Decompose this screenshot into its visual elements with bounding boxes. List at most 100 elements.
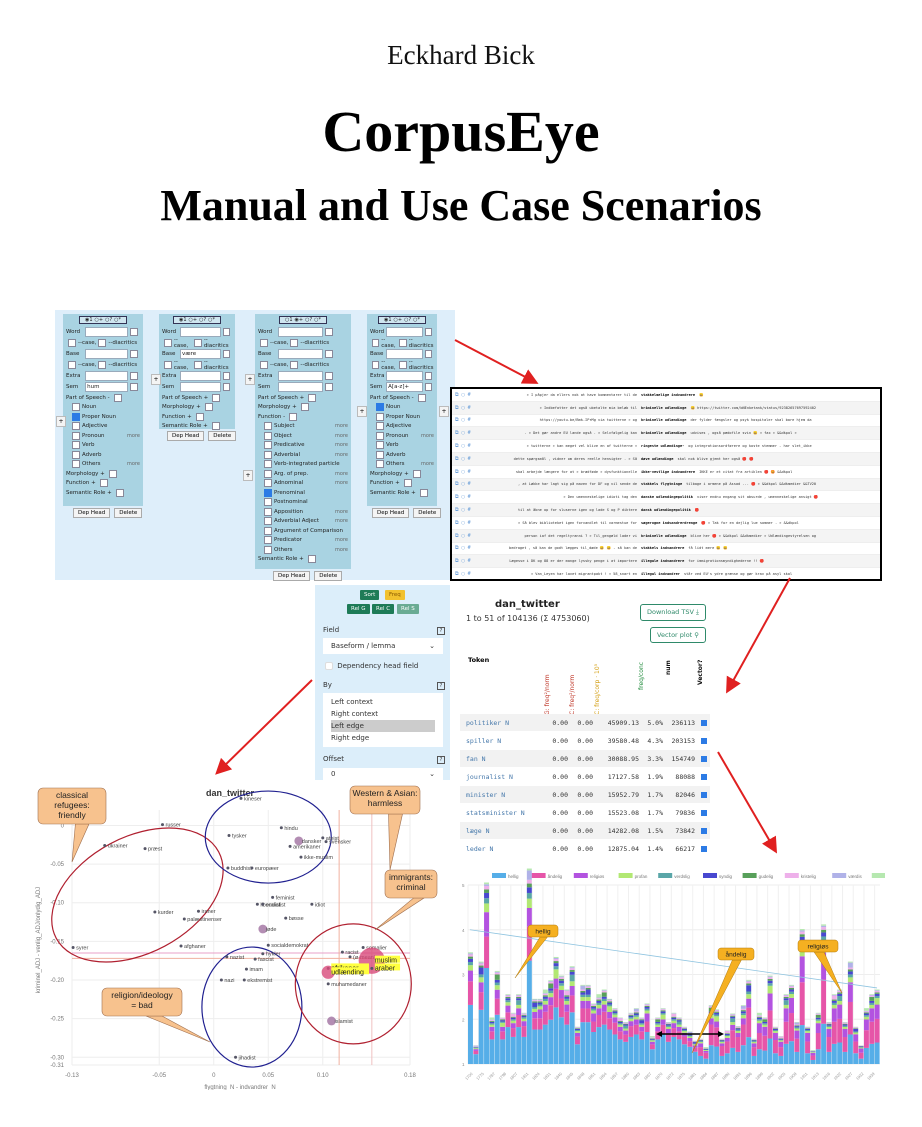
concordance-row[interactable]: ⧉ ▢ #» I påpjer da ellers nok at have ko… <box>452 389 880 402</box>
option-checkbox[interactable] <box>72 450 80 459</box>
scatter-point[interactable] <box>234 1055 238 1059</box>
scatter-point[interactable] <box>160 823 164 827</box>
section-toggle[interactable]: Morphology + <box>258 403 348 413</box>
more-link[interactable]: more <box>421 432 434 439</box>
stacked-bar[interactable] <box>724 1030 730 1064</box>
option-checkbox[interactable] <box>376 460 384 469</box>
more-link[interactable]: more <box>335 442 348 449</box>
stacked-bar[interactable] <box>837 989 843 1064</box>
delete-button[interactable]: Delete <box>208 431 237 441</box>
stacked-bar[interactable] <box>805 1026 811 1064</box>
stacked-bar[interactable] <box>601 989 607 1064</box>
column-header-num[interactable]: num <box>665 660 672 675</box>
option-checkbox[interactable] <box>264 460 272 469</box>
section-negate-checkbox[interactable] <box>195 412 204 421</box>
legend-swatch[interactable] <box>573 873 588 878</box>
column-header-c[interactable]: C: freq²/norm <box>569 674 576 715</box>
section-negate-checkbox[interactable] <box>212 393 221 402</box>
stacked-bar[interactable] <box>815 1012 821 1064</box>
add-token-button[interactable]: + <box>151 374 161 385</box>
row-actions-icon[interactable]: ⧉ ▢ # <box>455 481 471 488</box>
repeat-radio[interactable]: ○+ <box>94 317 104 323</box>
section-negate-checkbox[interactable] <box>412 469 421 478</box>
stacked-bar[interactable] <box>682 1026 687 1064</box>
stacked-bar[interactable] <box>772 1026 778 1064</box>
token-link[interactable]: minister N <box>466 790 506 799</box>
stacked-bar[interactable] <box>847 961 853 1064</box>
option-checkbox[interactable] <box>264 517 272 526</box>
sem-negate-checkbox[interactable] <box>130 383 138 391</box>
word-negate-checkbox[interactable] <box>325 328 333 336</box>
scatter-point[interactable] <box>153 910 157 914</box>
case-checkbox[interactable] <box>68 361 76 369</box>
freq-button[interactable]: Freq <box>385 590 405 600</box>
repeat-radio-group[interactable]: ○1◉+○?○* <box>279 316 327 324</box>
stacked-bar[interactable] <box>874 989 880 1064</box>
word-input[interactable] <box>386 327 424 337</box>
stacked-bar[interactable] <box>703 1047 709 1064</box>
option-checkbox[interactable] <box>264 507 272 516</box>
option-item[interactable]: Prenominal <box>258 488 348 498</box>
stacked-bar[interactable] <box>607 998 613 1064</box>
token-link[interactable]: spiller N <box>466 736 502 745</box>
by-option[interactable]: Left edge <box>331 720 435 732</box>
concordance-row[interactable]: ⧉ ▢ #Lægesse i DK og 88 er der mange lys… <box>452 555 880 569</box>
stacked-bar[interactable] <box>762 1017 768 1064</box>
stacked-bar[interactable] <box>494 970 500 1064</box>
diacritics-checkbox[interactable] <box>399 361 407 369</box>
dep-head-button[interactable]: Dep Head <box>73 508 111 518</box>
stacked-bar[interactable] <box>591 1003 597 1064</box>
stacked-bar[interactable] <box>617 1017 623 1064</box>
row-actions-icon[interactable]: ⧉ ▢ # <box>455 417 471 424</box>
section-toggle[interactable]: Semantic Role + <box>66 488 140 498</box>
repeat-radio[interactable]: ◉1 <box>84 317 93 323</box>
section-toggle[interactable]: Function + <box>66 479 140 489</box>
stacked-bar[interactable] <box>526 868 532 1064</box>
scatter-point[interactable] <box>294 836 304 846</box>
more-link[interactable]: more <box>127 461 140 468</box>
legend-label[interactable]: religiøs <box>590 874 605 879</box>
concordance-row[interactable]: ⧉ ▢ #. » Det gør andre EU lande også . »… <box>452 427 880 441</box>
section-negate-checkbox[interactable] <box>419 488 428 497</box>
extra-negate-checkbox[interactable] <box>130 372 138 380</box>
repeat-radio[interactable]: ○+ <box>188 317 198 323</box>
scatter-point[interactable] <box>143 847 147 851</box>
more-link[interactable]: more <box>127 432 140 439</box>
repeat-radio[interactable]: ○* <box>314 317 321 323</box>
token-link[interactable]: fan N <box>466 754 486 763</box>
option-checkbox[interactable] <box>264 422 272 431</box>
option-checkbox[interactable] <box>376 450 384 459</box>
scatter-point[interactable] <box>340 950 344 954</box>
extra-input[interactable] <box>386 371 424 381</box>
extra-negate-checkbox[interactable] <box>325 372 333 380</box>
option-item[interactable]: Noun <box>370 403 434 413</box>
scatter-point[interactable] <box>219 978 223 982</box>
field-select[interactable]: Baseform / lemma ⌄ <box>323 638 443 654</box>
diacritics-checkbox[interactable] <box>290 361 299 369</box>
option-item[interactable]: Arg. of prep.more <box>258 469 348 479</box>
section-negate-checkbox[interactable] <box>308 393 317 402</box>
offset-help-icon[interactable]: ? <box>437 756 445 764</box>
option-checkbox[interactable] <box>264 479 272 488</box>
scatter-point[interactable] <box>324 840 328 844</box>
option-checkbox[interactable] <box>264 488 272 497</box>
base-input[interactable]: være <box>179 349 221 359</box>
stacked-bar[interactable] <box>794 1022 800 1064</box>
concordance-row[interactable]: ⧉ ▢ #https://youtu.be/Bmk-IPrMg via twit… <box>452 415 880 428</box>
dep-head-button[interactable]: Dep Head <box>372 508 410 518</box>
stacked-bar[interactable] <box>516 994 522 1064</box>
legend-label[interactable]: åndelig <box>548 873 563 879</box>
scatter-point[interactable] <box>226 866 230 870</box>
download-tsv-button[interactable]: Download TSV ⤓ <box>640 604 706 621</box>
option-item[interactable]: Adjective <box>66 422 140 432</box>
scatter-point[interactable] <box>196 909 200 913</box>
section-toggle[interactable]: Part of Speech + <box>258 393 348 403</box>
sem-negate-checkbox[interactable] <box>425 383 432 391</box>
base-negate-checkbox[interactable] <box>325 350 333 358</box>
scatter-point[interactable] <box>310 902 314 906</box>
stacked-bar[interactable] <box>500 1017 506 1064</box>
sem-negate-checkbox[interactable] <box>325 383 333 391</box>
